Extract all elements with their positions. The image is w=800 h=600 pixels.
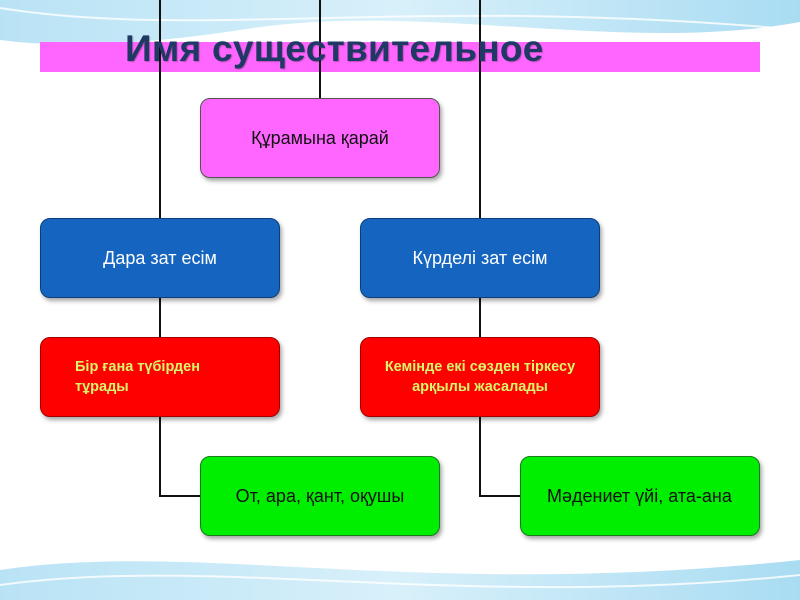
simple-noun-box: Дара зат есім: [40, 218, 280, 298]
slide-title: Имя существительное: [125, 28, 544, 69]
compound-noun-rule-box: Кемінде екі сөзден тіркесу арқылы жасала…: [360, 337, 600, 417]
compound-noun-box: Күрделі зат есім: [360, 218, 600, 298]
compound-noun-label: Күрделі зат есім: [412, 247, 548, 268]
simple-noun-rule-text: Бір ғана түбірден тұрады: [75, 359, 200, 395]
simple-noun-example-text: От, ара, қант, оқушы: [235, 486, 405, 506]
compound-noun-example-box: Мәдениет үйі, ата-ана: [520, 456, 760, 536]
compound-noun-example-text: Мәдениет үйі, ата-ана: [547, 486, 732, 506]
simple-noun-example-box: От, ара, қант, оқушы: [200, 456, 440, 536]
simple-noun-label: Дара зат есім: [103, 247, 217, 268]
root-category-box: Құрамына қарай: [200, 98, 440, 178]
compound-noun-rule-text: Кемінде екі сөзден тіркесу арқылы жасала…: [384, 359, 576, 395]
root-category-label: Құрамына қарай: [251, 127, 389, 148]
simple-noun-rule-box: Бір ғана түбірден тұрады: [40, 337, 280, 417]
